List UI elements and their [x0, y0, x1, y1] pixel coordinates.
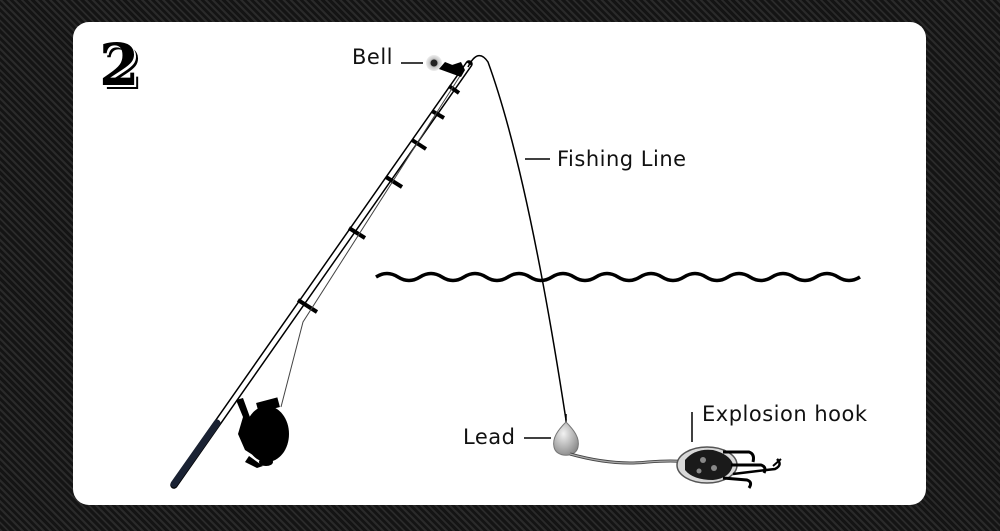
lead-label: Lead: [463, 425, 516, 449]
fishing-rod: [170, 60, 473, 489]
water-surface-wave: [375, 271, 861, 283]
explosion-hook: [676, 446, 782, 489]
diagram-card: 2 Bell Fishing Line Lead Explosion hook: [73, 22, 926, 505]
lead-sinker: [553, 414, 579, 456]
explosion-hook-label: Explosion hook: [702, 402, 868, 426]
bell-label: Bell: [352, 45, 393, 69]
bell: [426, 55, 465, 77]
fishing-line-label: Fishing Line: [557, 147, 687, 171]
fishing-rig-diagram: [170, 54, 861, 489]
step-number: 2: [99, 31, 140, 99]
fishing-line: [467, 54, 567, 421]
reel: [236, 397, 289, 468]
